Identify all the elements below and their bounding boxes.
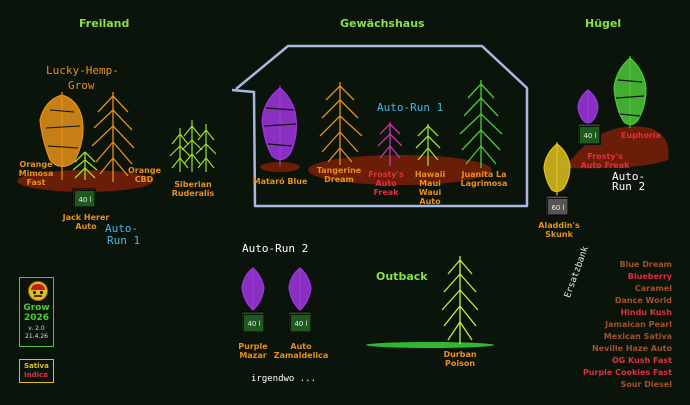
- logo-year: 2026: [23, 313, 50, 323]
- ersatz-item: Blueberry: [627, 272, 672, 281]
- ersatz-item: OG Kush Fast: [611, 356, 672, 365]
- plant-purple-mazar: [241, 267, 265, 311]
- greenhouse-frame: [231, 44, 529, 208]
- logo-name: Grow: [23, 303, 50, 313]
- legend-sativa: Sativa: [24, 362, 49, 370]
- legend-box: Sativa Indica: [19, 359, 54, 383]
- logo-box: Grow 2026 v. 2.0 21.4.26: [19, 277, 54, 347]
- ersatz-item: Mexican Sativa: [603, 332, 672, 341]
- autorun-greenhouse: Auto-Run 1: [377, 101, 444, 114]
- ersatz-item: Blue Dream: [619, 260, 673, 269]
- huegel-soil: [565, 126, 669, 169]
- autorun-freiland-line1: Auto-: [105, 222, 139, 235]
- pot-label-auto-zamaldelica: 40 l: [290, 314, 312, 333]
- freiland-soil: [17, 170, 153, 192]
- plant-hawaii-maui-waui: [415, 124, 441, 166]
- ersatz-item: Dance World: [614, 296, 672, 305]
- plant-mataro-blue: [261, 86, 297, 166]
- garden-title-line1: Lucky-Hemp-: [46, 64, 119, 77]
- plant-orange-cbd: [91, 92, 135, 182]
- plant-durban-poison: [441, 256, 479, 344]
- ersatz-item: Neville Haze Auto: [592, 344, 672, 353]
- autorun-huegel-line1: Auto-: [612, 170, 646, 183]
- outback-ground: [366, 342, 494, 348]
- pot-label-purple-mazar: 40 l: [243, 314, 265, 333]
- section-outback: Outback: [376, 270, 428, 283]
- greenhouse-soil: [308, 155, 492, 185]
- pot-label-frostys-hill: 40 l: [579, 126, 601, 145]
- autorun-lower: Auto-Run 2: [242, 242, 309, 255]
- plant-tangerine-dream: [319, 82, 363, 165]
- plant-frostys-greenhouse: [377, 122, 403, 166]
- label-irgendwo: irgendwo ...: [251, 374, 317, 384]
- plant-euphoria: [613, 56, 647, 128]
- autorun-freiland-line2: Run 1: [107, 234, 141, 247]
- garden-title-line2: Grow: [68, 79, 95, 92]
- plant-orange-mimosa: [39, 92, 84, 180]
- pot-label-jack-herer: 40 l: [74, 190, 96, 209]
- greenhouse-soil-left: [260, 162, 300, 172]
- plant-aladdins-skunk: [543, 142, 571, 196]
- ersatz-item: Hindu Kush: [620, 308, 672, 317]
- ersatz-item: Sour Diesel: [620, 380, 672, 389]
- section-gewaechshaus: Gewächshaus: [340, 17, 425, 30]
- plant-siberian-ruderalis: [169, 120, 217, 172]
- logo-face-icon: [28, 281, 48, 301]
- logo-date: 21.4.26: [25, 333, 48, 340]
- ersatz-item: Jamaican Pearl: [605, 320, 672, 329]
- pot-label-aladdins-skunk: 60 l: [547, 198, 569, 217]
- section-freiland: Freiland: [79, 17, 130, 30]
- plant-juanita-la-lagrimosa: [459, 80, 503, 168]
- plant-frostys-hill: [577, 89, 599, 125]
- ersatz-item: Purple Cookies Fast: [582, 368, 672, 377]
- label-euphoria: Euphoria: [620, 131, 662, 140]
- autorun-huegel-line2: Run 2: [612, 180, 646, 193]
- plant-auto-zamaldelica: [288, 267, 312, 311]
- logo-version: v. 2.0: [28, 325, 45, 332]
- legend-indica: Indica: [24, 371, 48, 379]
- label-mataro-blue: Mataró Blue: [252, 177, 308, 186]
- plant-jack-herer: [72, 151, 98, 180]
- ersatzbank-list: Blue Dream Blueberry Caramel Dance World…: [566, 259, 672, 391]
- section-huegel: Hügel: [585, 17, 622, 30]
- ersatz-item: Caramel: [634, 284, 672, 293]
